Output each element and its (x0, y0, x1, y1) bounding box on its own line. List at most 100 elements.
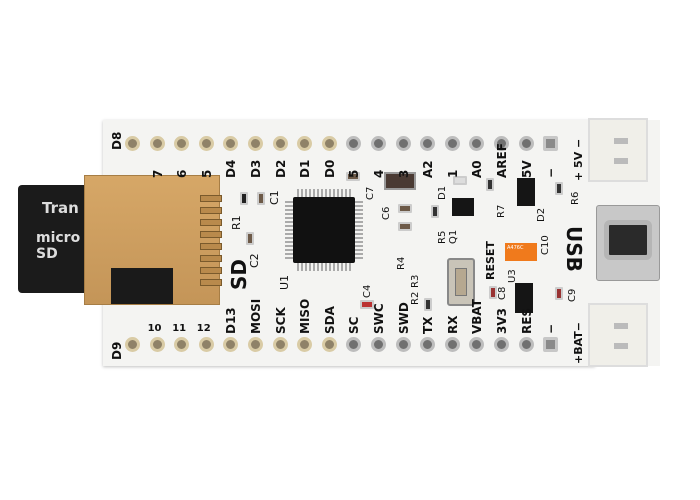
top-header-pin[interactable] (297, 136, 313, 151)
pin-label: A2 (421, 160, 436, 178)
pin-label: TX (421, 316, 436, 334)
pin-label: 4 (372, 169, 386, 178)
cap-c1 (257, 192, 265, 205)
top-header-pin[interactable] (420, 136, 436, 151)
chip-pins-right (355, 201, 363, 259)
bottom-header-pin[interactable] (321, 337, 337, 352)
top-header-pin[interactable] (494, 136, 509, 151)
ic-u3 (515, 283, 533, 313)
microcontroller-u1 (293, 197, 355, 263)
label-u1: U1 (278, 274, 291, 290)
pin-label: RES (519, 307, 534, 334)
bottom-header-pin[interactable] (469, 337, 485, 352)
cap-c7 (346, 172, 360, 181)
bottom-header-pin[interactable] (125, 337, 140, 352)
pin-label: AREF (495, 143, 509, 178)
label-q1: Q1 (448, 229, 459, 244)
cap-c4 (360, 300, 374, 309)
pin-label: D13 (224, 307, 239, 334)
top-header-pin[interactable] (346, 136, 362, 151)
pin-label: 6 (175, 169, 190, 178)
bottom-header-pin[interactable] (198, 337, 214, 352)
top-header-pin[interactable] (223, 136, 239, 151)
bottom-header-pin[interactable] (174, 337, 190, 352)
card-logo: micro SD (36, 230, 81, 262)
pin-label: A0 (470, 160, 485, 178)
top-header-pin[interactable] (543, 136, 559, 151)
bottom-header-pin[interactable] (518, 337, 534, 352)
chip-pins-top (297, 189, 351, 197)
pin-label: D8 (110, 131, 124, 150)
bottom-header-pin[interactable] (371, 337, 386, 352)
cap-c8 (489, 286, 497, 299)
top-header-pin[interactable] (248, 136, 263, 151)
label-r7: R7 (496, 204, 507, 218)
cap-c9 (555, 287, 563, 300)
bottom-header-pin[interactable] (149, 337, 165, 352)
micro-usb-port[interactable] (604, 220, 652, 260)
top-header-pin[interactable] (321, 136, 337, 151)
top-header-pin[interactable] (198, 136, 214, 151)
pin-label: SWC (372, 303, 386, 334)
top-header-pin[interactable] (149, 136, 165, 151)
pin-label: 10 (147, 323, 162, 334)
label-c8: C8 (497, 286, 508, 300)
led-d1 (453, 176, 467, 185)
sd-contact-finger (200, 243, 222, 250)
bottom-header-pin[interactable] (248, 337, 263, 352)
pin-label: SDA (322, 306, 337, 334)
label-r1: R1 (230, 215, 243, 230)
reset-button[interactable] (447, 258, 475, 306)
pin-label: D0 (322, 159, 337, 178)
label-c7: C7 (365, 186, 376, 200)
label-reset: RESET (484, 241, 497, 280)
pin-label: D2 (273, 159, 288, 178)
label-c1: C1 (268, 190, 281, 205)
bottom-header-pin[interactable] (444, 337, 460, 352)
battery-connector[interactable] (588, 303, 648, 367)
sd-contact-finger (200, 267, 222, 274)
bottom-header-pin[interactable] (223, 337, 239, 352)
sd-contact-finger (200, 255, 222, 262)
bottom-header-pin[interactable] (346, 337, 362, 352)
label-r2: R2 (410, 291, 421, 305)
bottom-header-pin[interactable] (494, 337, 509, 352)
bottom-header-pin[interactable] (395, 337, 411, 352)
pin-label: MISO (298, 298, 313, 334)
pin-label: SCK (273, 307, 288, 334)
top-header-pin[interactable] (371, 136, 386, 151)
pin-label: D1 (298, 159, 313, 178)
top-header-pin[interactable] (469, 136, 485, 151)
label-bat-connector: +BAT− (572, 322, 585, 364)
pin-label: SWD (396, 302, 411, 334)
label-usb: USB (562, 226, 586, 272)
top-header-pin[interactable] (125, 136, 140, 151)
ic-d2 (517, 178, 535, 206)
microsd-card: Tran micro SD (18, 185, 96, 293)
res-r6 (555, 182, 563, 195)
power-5v-connector[interactable] (588, 118, 648, 182)
sd-contact-finger (200, 279, 222, 286)
button-cap[interactable] (455, 268, 467, 296)
bottom-header-pin[interactable] (420, 337, 436, 352)
bottom-header-pin[interactable] (272, 337, 288, 352)
cap-c6 (398, 204, 412, 213)
label-c2: C2 (248, 253, 261, 268)
top-header-pin[interactable] (444, 136, 460, 151)
sd-contact-finger (200, 207, 222, 214)
bottom-header-pin[interactable] (297, 337, 313, 352)
res-r2 (424, 298, 432, 311)
chip-pins-left (285, 201, 293, 259)
label-u3: U3 (507, 269, 518, 283)
res-r5 (431, 205, 439, 218)
top-header-pin[interactable] (272, 136, 288, 151)
holder-window (111, 268, 173, 304)
top-header-pin[interactable] (395, 136, 411, 151)
pin-label: 7 (150, 169, 165, 178)
bottom-header-pin[interactable] (543, 337, 559, 352)
sd-contact-finger (200, 195, 222, 202)
top-header-pin[interactable] (518, 136, 534, 151)
label-c10: C10 (540, 235, 551, 255)
top-header-pin[interactable] (174, 136, 190, 151)
tantalum-capacitor: A476C (505, 243, 537, 261)
